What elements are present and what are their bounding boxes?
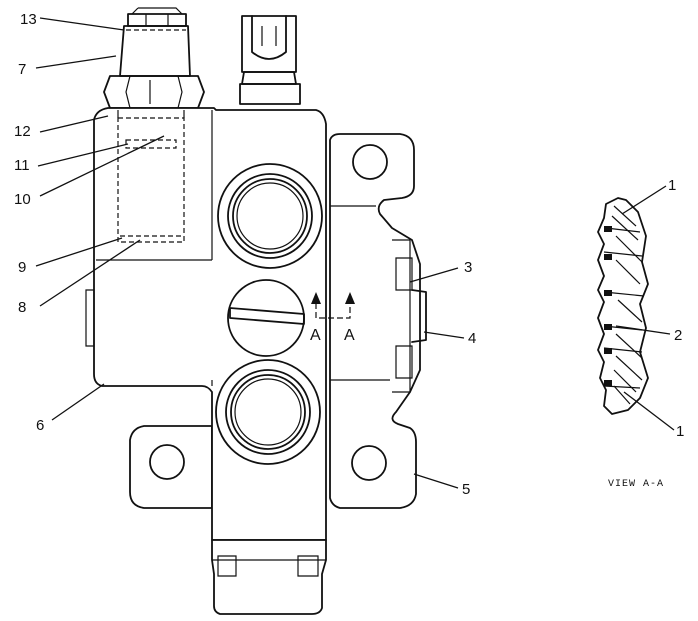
callout-6: 6	[36, 417, 44, 434]
end-cap	[329, 133, 427, 509]
section-view-a-a	[597, 197, 649, 415]
view-callout-2: 2	[674, 327, 682, 344]
view-callout-1-top: 1	[668, 177, 676, 194]
callout-12: 12	[14, 123, 31, 140]
callout-8: 8	[18, 299, 26, 316]
upper-port	[217, 163, 323, 269]
callout-4: 4	[468, 330, 476, 347]
callout-13: 13	[20, 11, 37, 28]
section-mark-left: A	[310, 327, 321, 344]
callout-11: 11	[14, 157, 30, 174]
callout-3: 3	[464, 259, 472, 276]
left-mount-plate	[129, 425, 213, 509]
section-mark-right: A	[344, 327, 355, 344]
callout-9: 9	[18, 259, 26, 276]
callout-7: 7	[18, 61, 26, 78]
callout-10: 10	[14, 191, 31, 208]
callout-5: 5	[462, 481, 470, 498]
view-a-a-label: VIEW A-A	[608, 479, 664, 490]
leader-lines	[35, 17, 675, 489]
center-plug	[227, 279, 305, 357]
hex-nut	[103, 75, 205, 109]
bottom-cap	[211, 539, 327, 615]
section-line-a-a	[311, 292, 355, 319]
lower-port	[215, 359, 321, 465]
cap-nut	[119, 7, 191, 77]
valve-body	[85, 107, 327, 541]
view-callout-1-bottom: 1	[676, 423, 684, 440]
spool-clevis	[239, 15, 301, 105]
